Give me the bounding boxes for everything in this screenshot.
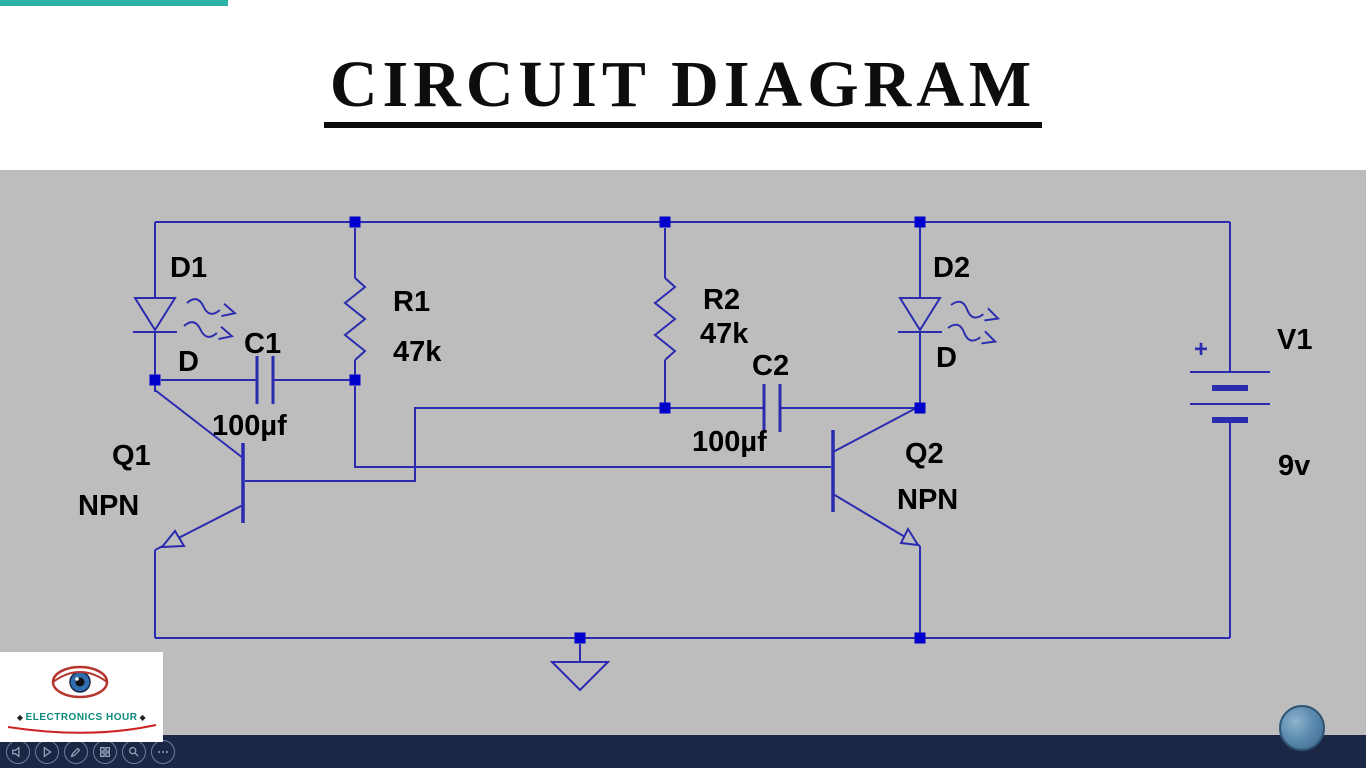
r1-value: 47k <box>393 336 442 368</box>
wire-r2-to-q1-base <box>245 407 665 482</box>
capacitor-c2 <box>666 384 920 432</box>
transistor-q2 <box>831 405 921 638</box>
player-bar <box>0 735 1366 768</box>
more-icon[interactable] <box>151 739 175 764</box>
star-icon: ◆ <box>139 713 147 722</box>
logo-name: ELECTRONICS HOUR <box>25 712 138 723</box>
c1-label: C1 <box>244 328 282 360</box>
q1-label: Q1 <box>112 440 151 472</box>
annotate-icon[interactable] <box>64 739 88 764</box>
led-d1 <box>133 222 238 392</box>
c2-value: 100µf <box>692 426 767 458</box>
volume-icon[interactable] <box>6 739 30 764</box>
zoom-icon[interactable] <box>122 739 146 764</box>
r2-value: 47k <box>700 318 749 350</box>
channel-logo: ◆ELECTRONICS HOUR◆ <box>0 652 163 742</box>
star-icon: ◆ <box>16 713 24 722</box>
logo-underline-swoosh <box>7 724 157 734</box>
ground-symbol <box>549 644 611 692</box>
r2-label: R2 <box>703 284 741 316</box>
c1-value: 100µf <box>212 410 287 442</box>
play-icon[interactable] <box>35 739 59 764</box>
grid-icon[interactable] <box>93 739 117 764</box>
transistor-q1 <box>154 389 245 638</box>
logo-text: ◆ELECTRONICS HOUR◆ <box>0 713 163 723</box>
led-d2 <box>898 222 1001 408</box>
title-area: CIRCUIT DIAGRAM <box>0 0 1366 170</box>
d1-label: D1 <box>170 252 208 284</box>
q2-type-label: NPN <box>897 484 959 516</box>
v1-label: V1 <box>1277 324 1313 356</box>
page-title: CIRCUIT DIAGRAM <box>323 52 1043 128</box>
d2-label: D2 <box>933 252 971 284</box>
v1-polarity-label: + <box>1194 336 1209 363</box>
capacitor-c1 <box>161 356 355 404</box>
d2-terminal-label: D <box>936 342 957 374</box>
v1-value: 9v <box>1278 450 1311 482</box>
q2-label: Q2 <box>905 438 944 470</box>
resistor-r1 <box>343 228 367 380</box>
c2-label: C2 <box>752 350 790 382</box>
r1-label: R1 <box>393 286 431 318</box>
junction-dots <box>149 216 926 644</box>
resistor-r2 <box>653 228 677 408</box>
d1-terminal-label: D <box>178 346 199 378</box>
video-progress-strip[interactable] <box>0 0 228 6</box>
q1-type-label: NPN <box>78 490 140 522</box>
eye-logo-icon <box>51 665 109 699</box>
circuit-canvas <box>0 170 1366 735</box>
battery-v1 <box>1190 222 1270 638</box>
wire-r1-to-q2-base <box>354 386 831 468</box>
presenter-webcam-bubble[interactable] <box>1279 705 1325 751</box>
